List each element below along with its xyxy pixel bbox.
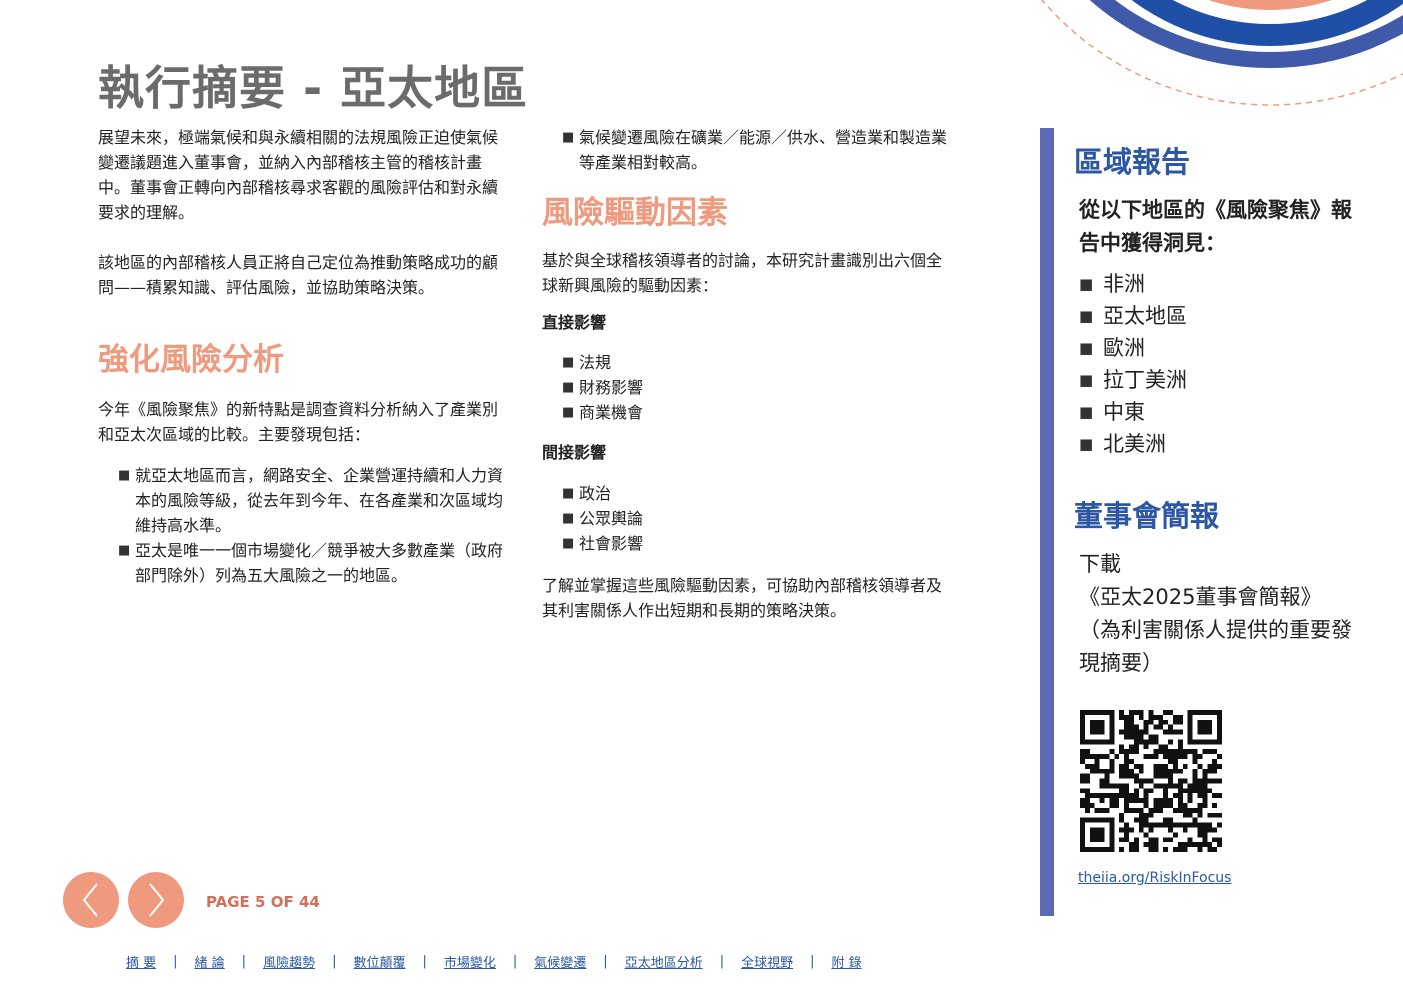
download-description: （為利害關係人提供的重要發現摘要） xyxy=(1079,618,1352,675)
region-item[interactable]: 北美洲 xyxy=(1079,428,1394,460)
nav-link-introduction[interactable]: 緒 論 xyxy=(194,956,225,971)
list-item: 法規 xyxy=(562,350,952,375)
list-item: 氣候變遷風險在礦業／能源／供水、營造業和製造業等產業相對較高。 xyxy=(562,125,952,175)
page-number: 5 xyxy=(255,893,266,911)
of-label: OF xyxy=(270,893,294,911)
decorative-arcs xyxy=(1041,0,1403,106)
sidebar-heading-board: 董事會簡報 xyxy=(1074,499,1220,533)
list-item: 就亞太地區而言，網路安全、企業營運持續和人力資本的風險等級，從去年到今年、在各產… xyxy=(118,463,508,538)
list-item: 亞太是唯一一個市場變化／競爭被大多數產業（政府部門除外）列為五大風險之一的地區。 xyxy=(118,538,508,588)
page-title: 執行摘要 - 亞太地區 xyxy=(98,61,529,115)
sidebar-heading-regional: 區域報告 xyxy=(1074,145,1191,179)
region-item[interactable]: 拉丁美洲 xyxy=(1079,364,1394,396)
section-heading-risk-drivers: 風險驅動因素 xyxy=(542,195,728,231)
nav-link-global-view[interactable]: 全球視野 xyxy=(741,956,794,971)
download-label: 下載 xyxy=(1079,552,1121,576)
findings-list: 就亞太地區而言，網路安全、企業營運持續和人力資本的風險等級，從去年到今年、在各產… xyxy=(98,463,508,588)
next-page-button[interactable] xyxy=(128,872,184,928)
nav-link-apac-analysis[interactable]: 亞太地區分析 xyxy=(624,956,703,971)
list-item: 政治 xyxy=(562,481,952,506)
section-heading-risk-analysis: 強化風險分析 xyxy=(98,342,284,378)
region-item[interactable]: 歐洲 xyxy=(1079,332,1394,364)
indirect-impact-list: 政治 公眾輿論 社會影響 xyxy=(542,481,952,556)
region-list: 非洲 亞太地區 歐洲 拉丁美洲 中東 北美洲 xyxy=(1074,268,1394,460)
direct-impact-heading: 直接影響 xyxy=(542,313,607,332)
download-title[interactable]: 《亞太2025董事會簡報》 xyxy=(1079,585,1322,609)
climate-list: 氣候變遷風險在礦業／能源／供水、營造業和製造業等產業相對較高。 xyxy=(542,125,952,175)
page-indicator: PAGE 5 OF 44 xyxy=(206,893,320,911)
sidebar-accent-bar xyxy=(1040,128,1054,916)
sidebar-board-briefing: 董事會簡報 下載 《亞太2025董事會簡報》 （為利害關係人提供的重要發現摘要） xyxy=(1074,496,1394,680)
intro-paragraph: 展望未來，極端氣候和與永續相關的法規風險正迫使氣候變遷議題進入董事會，並納入內部… xyxy=(98,128,499,222)
nav-link-market-changes[interactable]: 市場變化 xyxy=(443,956,496,971)
previous-page-button[interactable] xyxy=(63,872,119,928)
chevron-left-icon xyxy=(82,883,98,917)
drivers-paragraph: 基於與全球稽核領導者的討論，本研究計畫識別出六個全球新興風險的驅動因素： xyxy=(542,251,943,295)
column-middle: 氣候變遷風險在礦業／能源／供水、營造業和製造業等產業相對較高。 風險驅動因素 基… xyxy=(542,125,952,623)
drivers-conclusion: 了解並掌握這些風險驅動因素，可協助內部稽核領導者及其利害關係人作出短期和長期的策… xyxy=(542,576,943,620)
nav-link-risk-trends[interactable]: 風險趨勢 xyxy=(263,956,316,971)
sidebar-regional-reports: 區域報告 從以下地區的《風險聚焦》報告中獲得洞見： 非洲 亞太地區 歐洲 拉丁美… xyxy=(1074,142,1394,460)
list-item: 社會影響 xyxy=(562,531,952,556)
qr-code[interactable] xyxy=(1080,710,1222,852)
indirect-impact-heading: 間接影響 xyxy=(542,443,607,462)
nav-link-digital-disruption[interactable]: 數位顛覆 xyxy=(353,956,406,971)
analysis-paragraph: 今年《風險聚焦》的新特點是調查資料分析納入了產業別和亞太次區域的比較。主要發現包… xyxy=(98,400,499,444)
region-item[interactable]: 非洲 xyxy=(1079,268,1394,300)
direct-impact-list: 法規 財務影響 商業機會 xyxy=(542,350,952,425)
risk-in-focus-link[interactable]: theiia.org/RiskInFocus xyxy=(1078,870,1232,886)
region-item[interactable]: 中東 xyxy=(1079,396,1394,428)
page-total: 44 xyxy=(298,893,320,911)
bottom-navigation: 摘 要| 緒 論| 風險趨勢| 數位顛覆| 市場變化| 氣候變遷| 亞太地區分析… xyxy=(122,952,866,971)
list-item: 公眾輿論 xyxy=(562,506,952,531)
page-label: PAGE xyxy=(206,893,250,911)
nav-link-appendix[interactable]: 附 錄 xyxy=(831,956,862,971)
nav-link-summary[interactable]: 摘 要 xyxy=(126,956,157,971)
sidebar-intro: 從以下地區的《風險聚焦》報告中獲得洞見： xyxy=(1079,198,1352,255)
list-item: 商業機會 xyxy=(562,400,952,425)
auditor-paragraph: 該地區的內部稽核人員正將自己定位為推動策略成功的顧問——積累知識、評估風險，並協… xyxy=(98,253,499,297)
chevron-right-icon xyxy=(149,883,165,917)
list-item: 財務影響 xyxy=(562,375,952,400)
nav-link-climate-change[interactable]: 氣候變遷 xyxy=(534,956,587,971)
region-item[interactable]: 亞太地區 xyxy=(1079,300,1394,332)
column-left: 展望未來，極端氣候和與永續相關的法規風險正迫使氣候變遷議題進入董事會，並納入內部… xyxy=(98,125,508,588)
